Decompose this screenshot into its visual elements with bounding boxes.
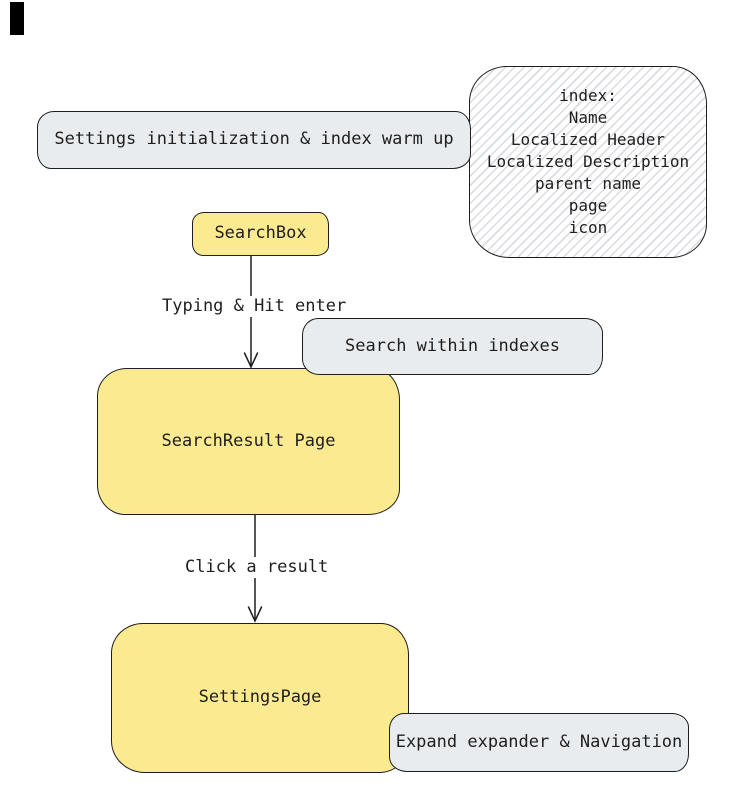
- index-note-line: Name: [568, 108, 608, 127]
- node-settings-page: SettingsPage: [111, 623, 409, 773]
- node-search-box: SearchBox: [192, 212, 329, 256]
- node-search-within: Search within indexes: [302, 318, 603, 375]
- edge-typing-label: Typing & Hit enter: [160, 296, 349, 317]
- edge-typing-arrowhead-icon: [243, 352, 259, 369]
- node-settings-init-label: Settings initialization & index warm up: [54, 129, 454, 150]
- node-expand-nav-label: Expand expander & Navigation: [395, 731, 683, 752]
- node-search-within-label: Search within indexes: [345, 335, 560, 356]
- index-note-lines: index: Name Localized Header Localized D…: [487, 85, 689, 239]
- edge-click-label: Click a result: [183, 557, 331, 578]
- index-note-line: parent name: [535, 174, 641, 193]
- node-expand-nav: Expand expander & Navigation: [389, 713, 689, 772]
- edge-click-arrowhead-icon: [247, 606, 263, 623]
- node-settings-page-label: SettingsPage: [198, 687, 322, 708]
- black-marker: [10, 2, 24, 35]
- node-settings-init: Settings initialization & index warm up: [37, 111, 471, 169]
- index-note-line: icon: [568, 218, 608, 237]
- index-note-line: page: [568, 196, 608, 215]
- index-note-line: Localized Description: [486, 152, 690, 171]
- index-note-line: Localized Header: [510, 130, 666, 149]
- index-note-line: index:: [559, 86, 617, 105]
- node-search-result-label: SearchResult Page: [161, 430, 336, 451]
- node-index-note: index: Name Localized Header Localized D…: [469, 66, 707, 258]
- node-search-result: SearchResult Page: [97, 368, 400, 515]
- node-search-box-label: SearchBox: [214, 223, 307, 244]
